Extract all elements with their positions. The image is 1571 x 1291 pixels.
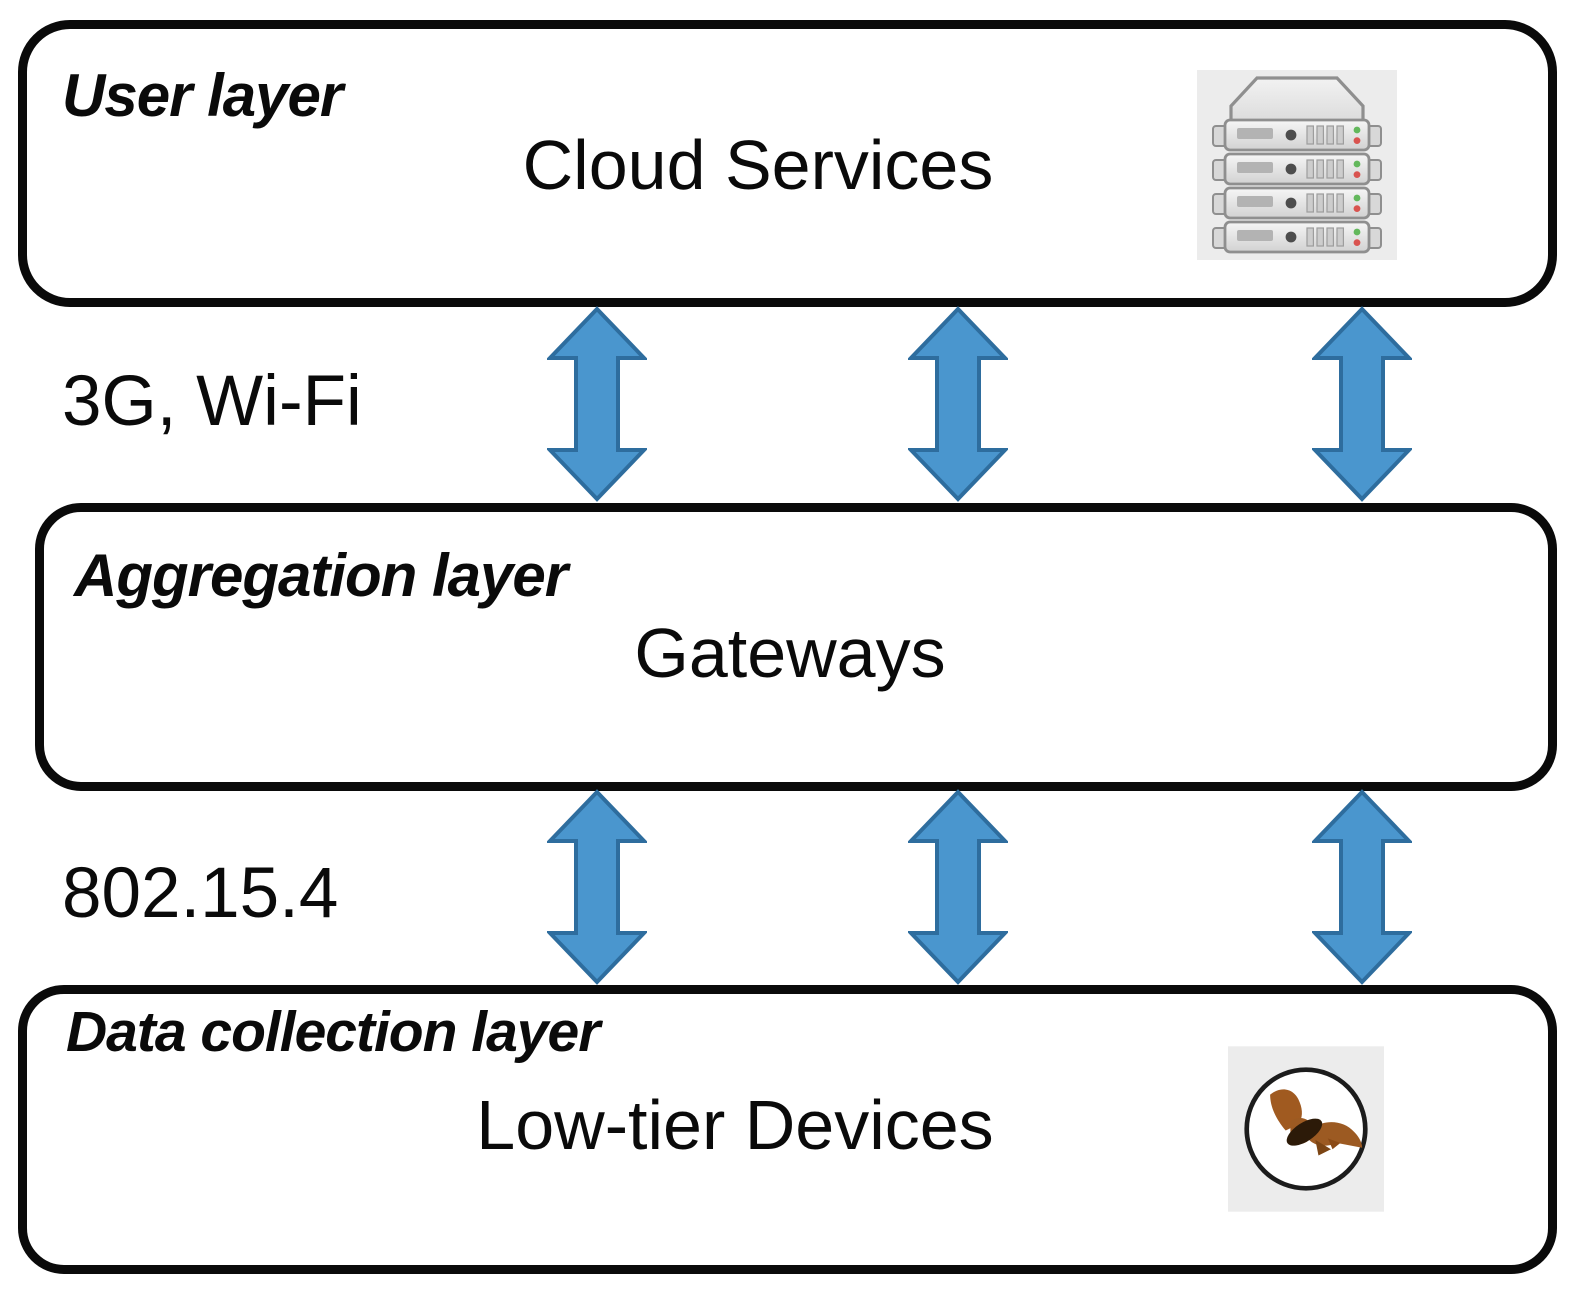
double-arrow-icon <box>1313 790 1411 984</box>
data-collection-layer-title: Data collection layer <box>66 1000 600 1064</box>
server-rack-icon <box>1197 70 1397 260</box>
double-arrow-icon <box>1313 307 1411 501</box>
double-arrow-icon <box>909 790 1007 984</box>
user-layer-title: User layer <box>62 62 343 129</box>
gateways-label: Gateways <box>634 614 946 692</box>
data-collection-layer-box <box>18 985 1557 1274</box>
link-label-802154: 802.15.4 <box>62 854 339 933</box>
bat-icon <box>1228 1046 1384 1212</box>
aggregation-layer-box <box>35 503 1557 791</box>
aggregation-layer-title: Aggregation layer <box>74 542 568 609</box>
cloud-services-label: Cloud Services <box>522 126 994 204</box>
double-arrow-icon <box>909 307 1007 501</box>
double-arrow-icon <box>548 307 646 501</box>
link-label-3g-wifi: 3G, Wi-Fi <box>62 362 362 441</box>
double-arrow-icon <box>548 790 646 984</box>
low-tier-devices-label: Low-tier Devices <box>476 1086 994 1164</box>
